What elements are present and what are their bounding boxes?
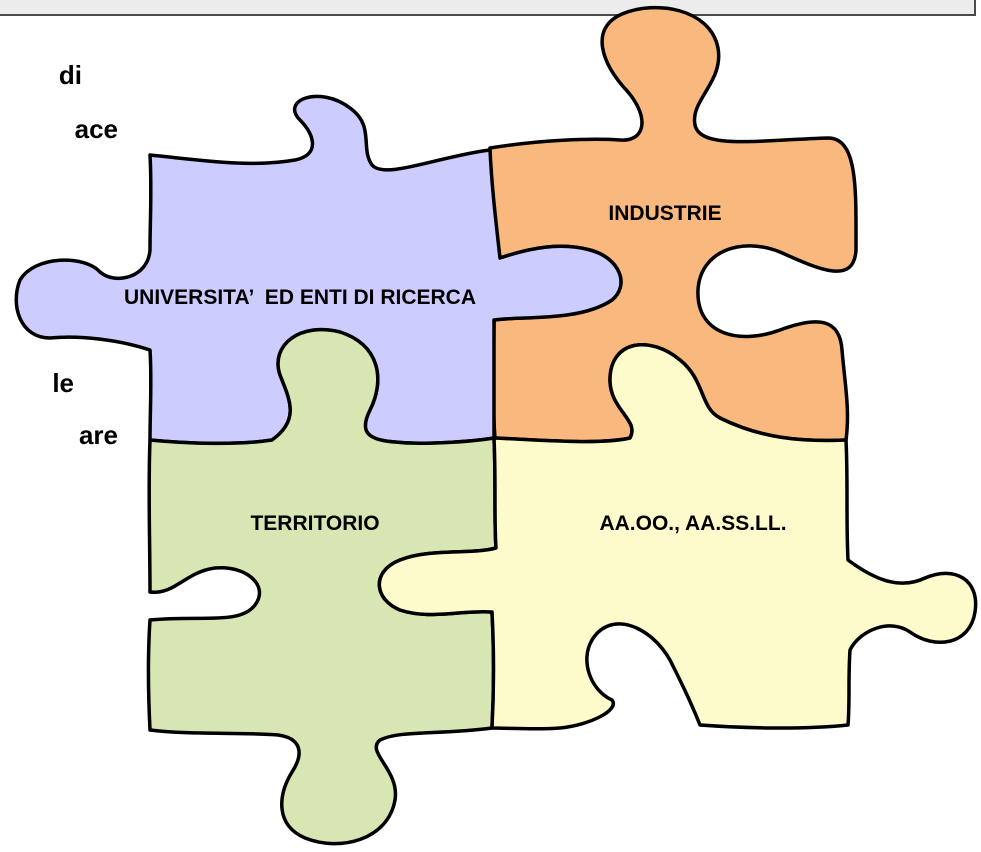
side-text-line-3: le: [52, 368, 74, 398]
side-text-line-4: are: [78, 420, 118, 450]
label-universita: UNIVERSITA’ ED ENTI DI RICERCA: [124, 286, 476, 309]
puzzle-piece-territorio: [146, 327, 498, 846]
label-aziende: AA.OO., AA.SS.LL.: [599, 512, 786, 535]
left-text-column: di ace le are: [0, 0, 120, 852]
side-text-line-1: di: [58, 60, 82, 90]
puzzle-piece-aziende: [377, 343, 978, 731]
label-industrie: INDUSTRIE: [608, 202, 721, 225]
top-banner-box: [0, 0, 976, 16]
label-territorio: TERRITORIO: [250, 512, 379, 535]
side-text-line-2: ace: [74, 114, 118, 144]
